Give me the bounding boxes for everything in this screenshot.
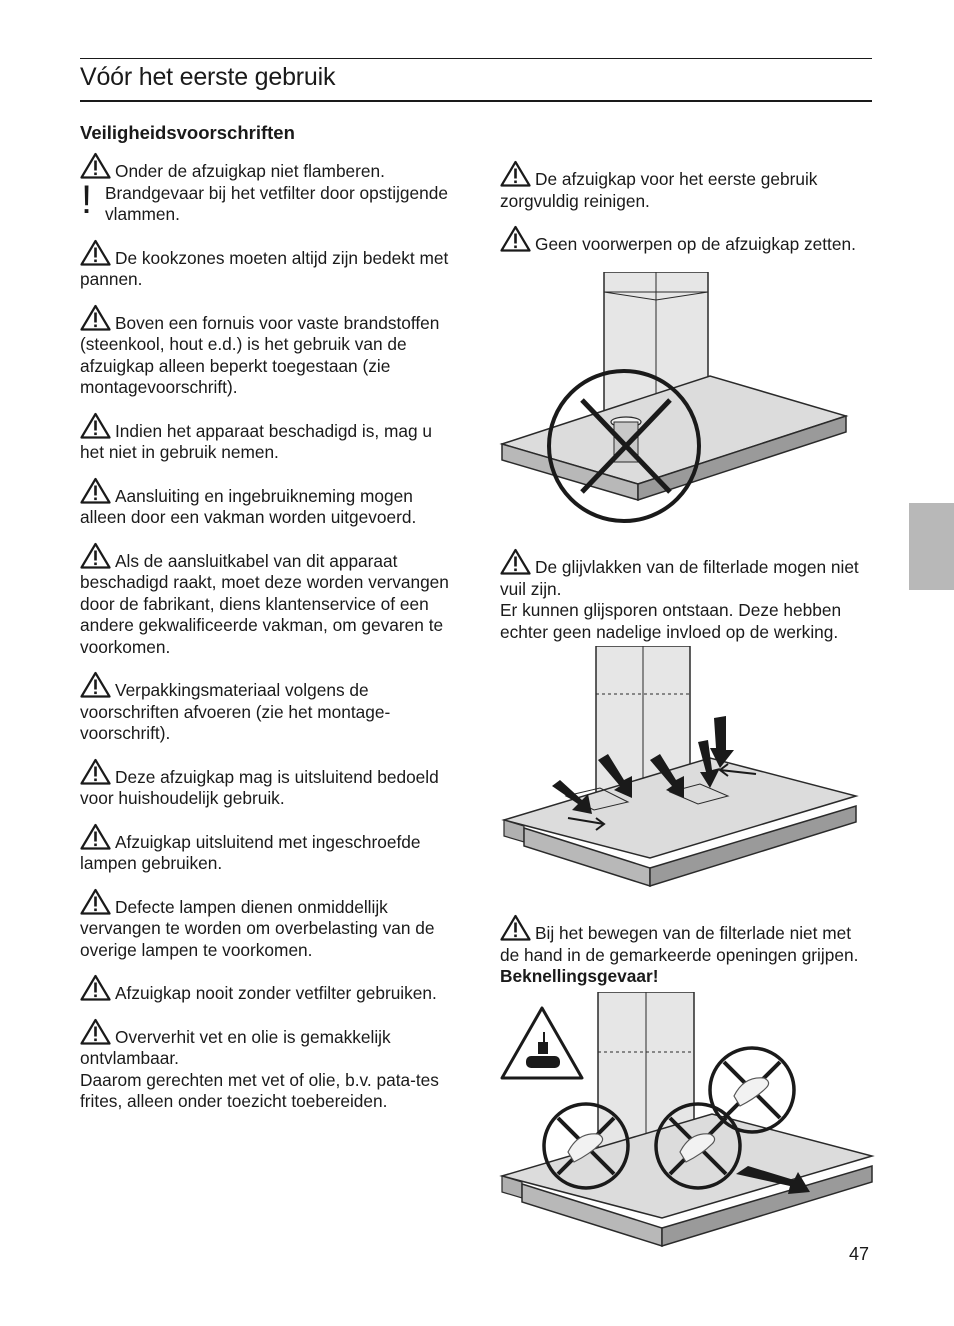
warning-item: Als de aansluitkabel van dit apparaat be…	[80, 542, 458, 659]
warning-item: Afzuigkap nooit zonder vetfilter gebruik…	[80, 974, 458, 1005]
warning-item: Verpakkingsmateriaal volgens de voorschr…	[80, 671, 458, 745]
warning-triangle-icon	[80, 304, 111, 331]
warning-text: Deze afzuigkap mag is uitsluitend bedoel…	[80, 766, 439, 809]
warning-text: De afzuigkap voor het eerste gebruik zor…	[500, 169, 818, 211]
warning-triangle-icon	[80, 239, 111, 266]
warning-text: Afzuigkap uitsluitend met ingeschroefde …	[80, 831, 421, 874]
warning-triangle-icon	[80, 758, 111, 785]
warning-triangle-icon	[80, 823, 111, 850]
figure-pinch-hazard	[499, 992, 875, 1248]
right-column-middle: De glijvlakken van de filterlade mogen n…	[500, 548, 872, 656]
warning-text: Indien het apparaat beschadigd is, mag u…	[80, 420, 433, 463]
warning-text: Boven een fornuis voor vaste brandstoffe…	[80, 312, 440, 398]
warning-text: Bij het bewegen van de filterlade niet m…	[500, 923, 859, 965]
warning-item: De kookzones moeten altijd zijn bedekt m…	[80, 239, 458, 291]
warning-text: Als de aansluitkabel van dit apparaat be…	[80, 550, 449, 657]
warning-triangle-icon	[80, 152, 111, 179]
right-column-bottom: Bij het bewegen van de filterlade niet m…	[500, 914, 872, 1001]
exclamation-mark: !	[81, 178, 93, 222]
warning-text: Oververhit vet en olie is gemakkelijk on…	[80, 1026, 391, 1069]
header-rule-top	[80, 58, 872, 59]
right-column-top: De afzuigkap voor het eerste gebruik zor…	[500, 160, 872, 269]
page-title: Vóór het eerste gebruik	[80, 63, 336, 91]
warning-item: ! Onder de afzuigkap niet flamberen. Bra…	[80, 152, 458, 226]
warning-text: Aansluiting en ingebruikneming mogen all…	[80, 485, 417, 528]
warning-triangle-icon	[80, 412, 111, 439]
warning-item: Bij het bewegen van de filterlade niet m…	[500, 914, 872, 988]
warning-triangle-icon	[80, 974, 111, 1001]
warning-item: De glijvlakken van de filterlade mogen n…	[500, 548, 872, 643]
warning-item: Defecte lampen dienen onmiddellijk verva…	[80, 888, 458, 962]
warning-item: Deze afzuigkap mag is uitsluitend bedoel…	[80, 758, 458, 810]
warning-triangle-icon	[80, 671, 111, 698]
warning-text: Onder de afzuigkap niet flamberen. Brand…	[105, 161, 448, 224]
figure-filter-drawer-surfaces	[501, 646, 859, 888]
warning-text: Verpakkingsmateriaal volgens de voorschr…	[80, 680, 391, 743]
warning-item: Aansluiting en ingebruikneming mogen all…	[80, 477, 458, 529]
hand-crush-warning-icon	[500, 1006, 584, 1080]
page-number: 47	[849, 1244, 870, 1264]
warning-item: Oververhit vet en olie is gemakkelijk on…	[80, 1018, 458, 1113]
warning-item: Indien het apparaat beschadigd is, mag u…	[80, 412, 458, 464]
warning-triangle-icon	[500, 225, 531, 252]
warning-emphasis: Beknellingsgevaar!	[500, 966, 659, 986]
warning-item: Boven een fornuis voor vaste brandstoffe…	[80, 304, 458, 399]
warning-text: Geen voorwerpen op de afzuigkap zetten.	[535, 234, 856, 254]
warning-text: Afzuigkap nooit zonder vetfilter gebruik…	[115, 983, 437, 1003]
warning-item: De afzuigkap voor het eerste gebruik zor…	[500, 160, 872, 212]
warning-text: Defecte lampen dienen onmiddellijk verva…	[80, 896, 435, 960]
warning-item: Geen voorwerpen op de afzuigkap zetten.	[500, 225, 872, 256]
warning-triangle-icon	[80, 542, 111, 569]
header-rule-bottom	[80, 100, 872, 102]
warning-triangle-icon	[500, 160, 531, 187]
section-heading: Veiligheidsvoorschriften	[80, 122, 295, 143]
warning-triangle-icon	[80, 888, 111, 915]
warning-triangle-icon	[80, 477, 111, 504]
side-tab	[909, 503, 954, 590]
warning-extra-text: Daarom gerechten met vet of olie, b.v. p…	[80, 1069, 439, 1112]
warning-triangle-icon	[500, 914, 531, 941]
warning-text: De kookzones moeten altijd zijn bedekt m…	[80, 247, 449, 290]
warning-triangle-icon	[80, 1018, 111, 1045]
warning-extra-text: Er kunnen glijsporen ontstaan. Deze hebb…	[500, 600, 842, 642]
warning-triangle-icon	[500, 548, 531, 575]
warning-text: De glijvlakken van de filterlade mogen n…	[500, 557, 859, 599]
warning-item: Afzuigkap uitsluitend met ingeschroefde …	[80, 823, 458, 875]
figure-no-objects-on-hood	[499, 272, 849, 523]
left-column: ! Onder de afzuigkap niet flamberen. Bra…	[80, 152, 458, 1126]
